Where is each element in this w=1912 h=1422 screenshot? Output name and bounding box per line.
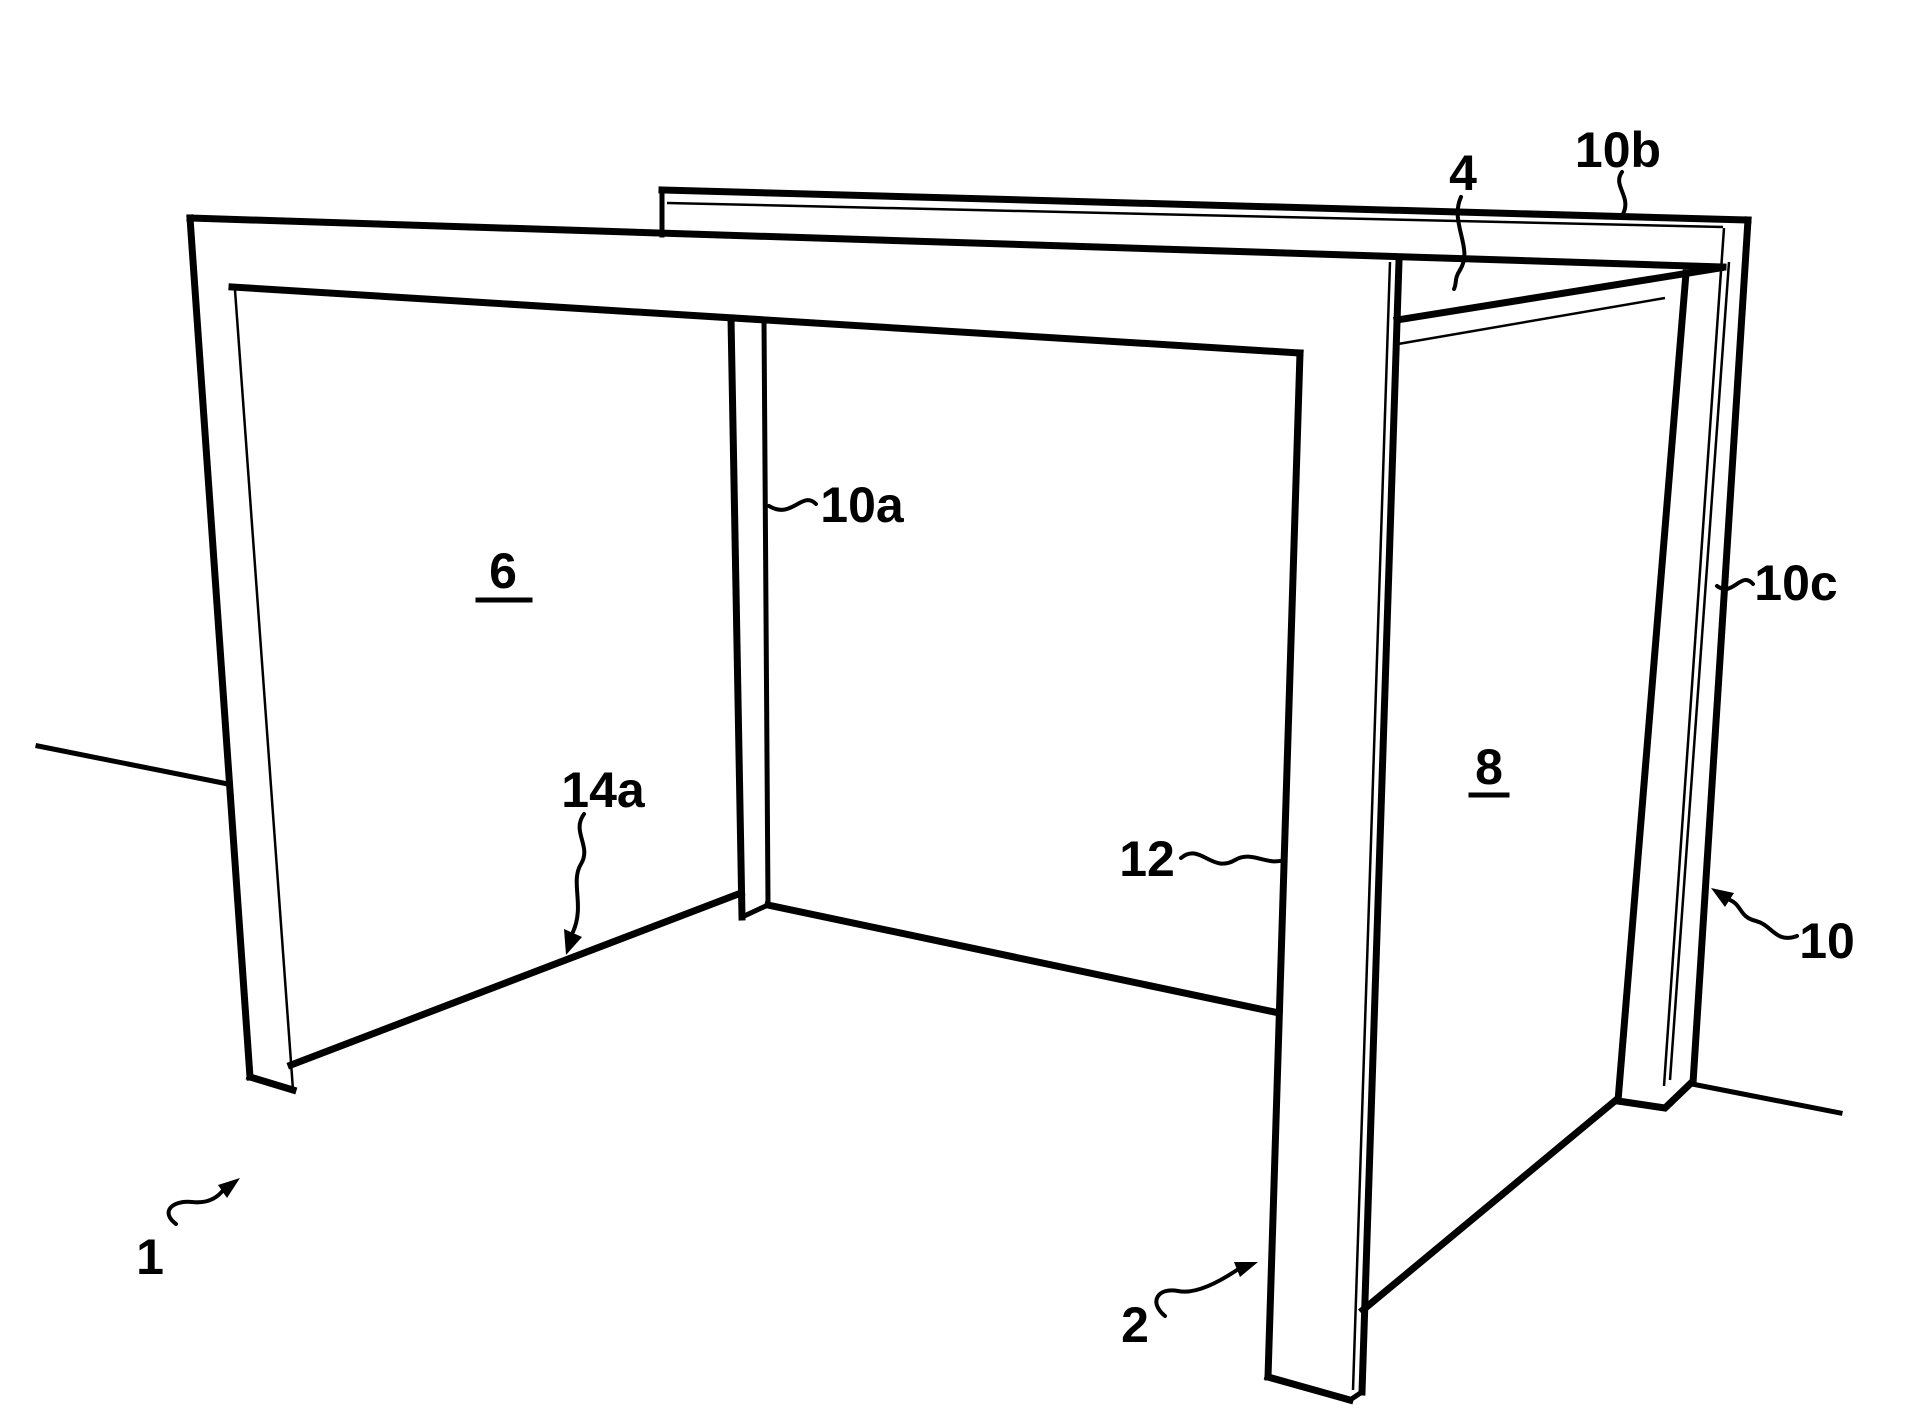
- leader-line-14a: [571, 812, 587, 934]
- covering-front-left-edge: [1614, 269, 1690, 1105]
- post-left-edge: [1264, 349, 1304, 1381]
- assembly-drawing: [35, 186, 1843, 1405]
- leader-line-10: [1728, 898, 1799, 940]
- back-rail-top-edge: [658, 186, 1752, 224]
- leg-bottom-edge: [1263, 1372, 1355, 1405]
- reference-labels: 1 2 4 6 8 10 10a 10b 10c 12 14a: [136, 122, 1855, 1353]
- divider-left-edge: [727, 314, 746, 921]
- ref-label-8: 8: [1475, 739, 1503, 795]
- post-right-outer-edge: [1358, 257, 1403, 1396]
- ref-label-14a: 14a: [561, 762, 646, 818]
- ref-label-1: 1: [136, 1229, 164, 1285]
- divider-bottom-tip: [738, 901, 772, 921]
- left-wall-bottom-edge-14a: [286, 888, 746, 1070]
- floor-line-right: [1689, 1081, 1843, 1116]
- floor-line-left: [35, 743, 231, 787]
- leader-line-4: [1452, 195, 1467, 291]
- ref-label-12: 12: [1119, 831, 1175, 887]
- leader-line-10c: [1715, 578, 1755, 591]
- back-rail-inner-edge: [666, 201, 1724, 229]
- arrowhead-14a: [564, 929, 582, 955]
- leader-lines: [166, 170, 1799, 1318]
- arrowhead-1: [218, 1178, 240, 1198]
- leader-line-10b: [1617, 170, 1628, 216]
- leader-line-2: [1154, 1268, 1239, 1318]
- post-right-inner-edge: [1351, 261, 1392, 1391]
- ref-label-4: 4: [1449, 145, 1477, 201]
- right-wall-top-seam: [1397, 296, 1666, 346]
- leader-line-10a: [767, 498, 818, 512]
- divider-right-edge: [761, 317, 771, 907]
- left-wall-front-edge: [186, 214, 254, 1081]
- arrowhead-2: [1234, 1262, 1258, 1277]
- left-wall-foot-bottom-edge: [245, 1072, 298, 1095]
- right-wall-top-edge: [1392, 263, 1725, 325]
- outer-right-edge: [1689, 216, 1752, 1087]
- front-top-edge: [186, 214, 1727, 271]
- arrowhead-10: [1711, 888, 1734, 907]
- right-foot-bottom-edge: [1614, 1079, 1695, 1112]
- right-wall-bottom-edge: [1358, 1095, 1621, 1315]
- leader-line-12: [1179, 851, 1286, 866]
- ref-label-10b: 10b: [1575, 122, 1661, 178]
- ref-label-10: 10: [1799, 913, 1855, 969]
- outer-right-inner-seam-b: [1668, 261, 1731, 1081]
- right-bay-bottom-edge: [763, 900, 1284, 1018]
- left-wall-inner-front-edge: [233, 289, 295, 1091]
- outer-right-inner-seam-a: [1662, 227, 1726, 1087]
- leader-line-1: [166, 1187, 226, 1226]
- ref-label-10c: 10c: [1754, 555, 1837, 611]
- ref-label-10a: 10a: [820, 477, 905, 533]
- ref-label-6: 6: [489, 543, 517, 599]
- ref-label-2: 2: [1121, 1297, 1149, 1353]
